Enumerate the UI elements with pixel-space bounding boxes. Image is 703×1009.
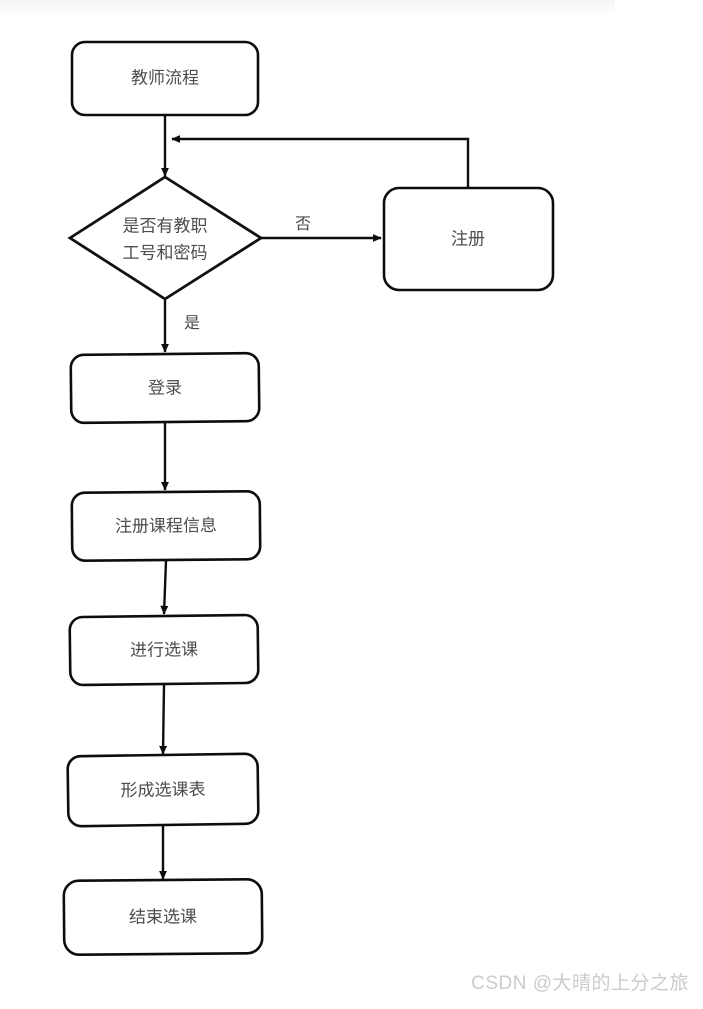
node-decision-label-line2: 工号和密码 [123, 243, 208, 262]
node-login-shape[interactable] [69, 351, 261, 425]
node-table-label: 形成选课表 [120, 780, 205, 800]
node-register-shape[interactable] [382, 186, 555, 292]
node-start-shape[interactable] [70, 40, 260, 117]
edge-label-no: 否 [295, 216, 311, 233]
node-decision-label-line1: 是否有教职 [123, 216, 208, 235]
node-register-label: 注册 [451, 229, 485, 248]
node-decision-shape[interactable] [67, 175, 264, 301]
node-end[interactable]: 结束选课 [62, 877, 264, 957]
node-login-label: 登录 [148, 378, 182, 397]
node-decision[interactable]: 是否有教职 工号和密码 [67, 175, 264, 301]
node-courseinfo-label: 注册课程信息 [115, 516, 217, 536]
node-start[interactable]: 教师流程 [70, 40, 260, 117]
edge-courseinfo-to-select [160, 560, 169, 615]
node-table[interactable]: 形成选课表 [66, 752, 260, 828]
connector-group [159, 115, 470, 880]
node-register[interactable]: 注册 [382, 186, 555, 292]
node-end-label: 结束选课 [129, 907, 197, 927]
edge-register-loop-to-decision [171, 135, 470, 188]
node-end-shape[interactable] [62, 877, 264, 957]
node-courseinfo-shape[interactable] [70, 489, 262, 563]
node-select[interactable]: 进行选课 [68, 613, 260, 687]
node-select-shape[interactable] [68, 613, 260, 687]
node-table-shape[interactable] [66, 752, 260, 828]
node-start-label: 教师流程 [131, 68, 199, 87]
edge-label-yes: 是 [184, 315, 200, 332]
edge-select-to-table [159, 684, 168, 755]
node-select-label: 进行选课 [130, 640, 198, 660]
node-courseinfo[interactable]: 注册课程信息 [70, 489, 262, 563]
node-login[interactable]: 登录 [69, 351, 261, 425]
